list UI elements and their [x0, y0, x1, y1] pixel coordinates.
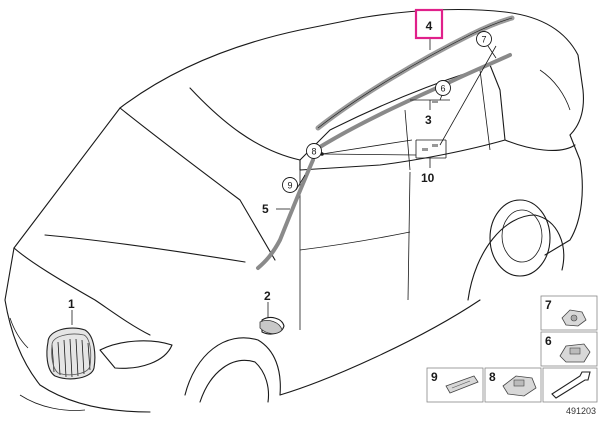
retainer-clip-icon: [445, 375, 479, 394]
callout-3: 3: [425, 113, 432, 127]
holder-clip-icon: [502, 375, 537, 397]
callout-4: 4: [426, 19, 433, 33]
car-outline: [4, 8, 584, 413]
callout-8: 8: [311, 147, 316, 157]
direction-arrow-icon: [551, 371, 591, 399]
a-pillar-trim: [256, 158, 315, 270]
roof-trim-strip: [313, 53, 512, 152]
callout-1: 1: [68, 297, 75, 311]
clip-nut-icon: [561, 309, 587, 327]
callout-4-highlight-box: [414, 8, 444, 40]
side-emblem-part: [259, 320, 283, 334]
leader-lines: [71, 38, 497, 325]
callouts: 4 7 6 3 8 10 9 5 1 2: [68, 8, 492, 311]
parts-legend: 7 6 9 8: [426, 295, 598, 403]
callout-7-circle: [476, 31, 492, 47]
diagram-number: 491203: [566, 406, 596, 416]
callout-5: 5: [262, 202, 269, 216]
callout-9: 9: [287, 181, 292, 191]
highlighted-parts: [256, 15, 515, 334]
kidney-grille: [46, 327, 96, 380]
legend-8-label: 8: [489, 370, 496, 384]
callout-6-circle: [435, 80, 451, 96]
clip-marks: [422, 100, 438, 151]
legend-6-label: 6: [545, 334, 552, 348]
callout-7: 7: [481, 35, 486, 45]
legend-9-label: 9: [431, 370, 438, 384]
clip-bracket-icon: [559, 343, 591, 363]
callout-8-circle: [306, 143, 322, 159]
callout-2: 2: [264, 289, 271, 303]
callout-6: 6: [440, 84, 445, 94]
callout-10: 10: [421, 171, 435, 185]
roof-rail-outline: [317, 17, 513, 129]
callout-9-circle: [282, 177, 298, 193]
legend-7-label: 7: [545, 298, 552, 312]
